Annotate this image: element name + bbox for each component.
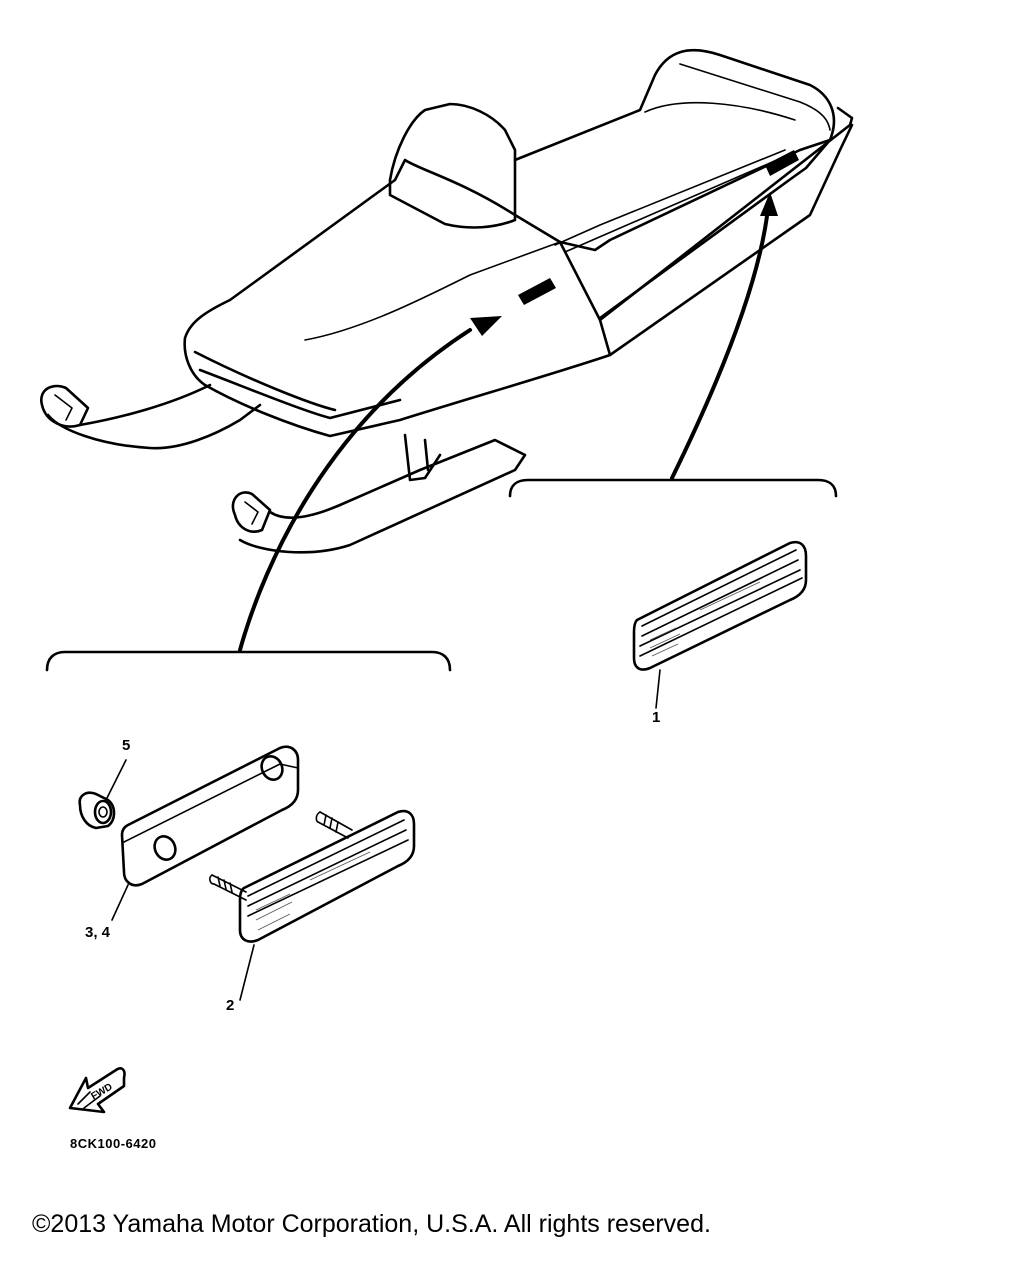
decal-rear	[765, 150, 799, 176]
leader-lines	[238, 192, 778, 652]
ski-right	[238, 438, 527, 554]
copyright-notice: ©2013 Yamaha Motor Corporation, U.S.A. A…	[32, 1210, 711, 1238]
decal-front	[518, 278, 556, 305]
detail-bracket-left	[45, 650, 452, 672]
leader-front-decal	[238, 328, 472, 652]
ski-left	[46, 403, 262, 450]
callout-part-2: 2	[226, 997, 235, 1014]
fwd-arrow-icon	[68, 1067, 126, 1114]
body-side	[513, 48, 836, 252]
callout-part-5: 5	[122, 737, 131, 754]
snowmobile-drawing	[40, 48, 854, 554]
leader-rear-decal	[670, 206, 770, 480]
hood-outline	[183, 158, 612, 438]
windshield	[388, 102, 517, 229]
reflector-part-1	[632, 540, 808, 709]
bracket-part-3-4	[111, 745, 300, 921]
callout-part-3-4: 3, 4	[85, 924, 111, 941]
nut-part-5	[78, 759, 127, 830]
detail-bracket-right	[508, 478, 838, 498]
reflector-part-2	[209, 809, 416, 1001]
callout-part-1: 1	[652, 709, 661, 726]
diagram-code: 8CK100-6420	[70, 1136, 157, 1151]
